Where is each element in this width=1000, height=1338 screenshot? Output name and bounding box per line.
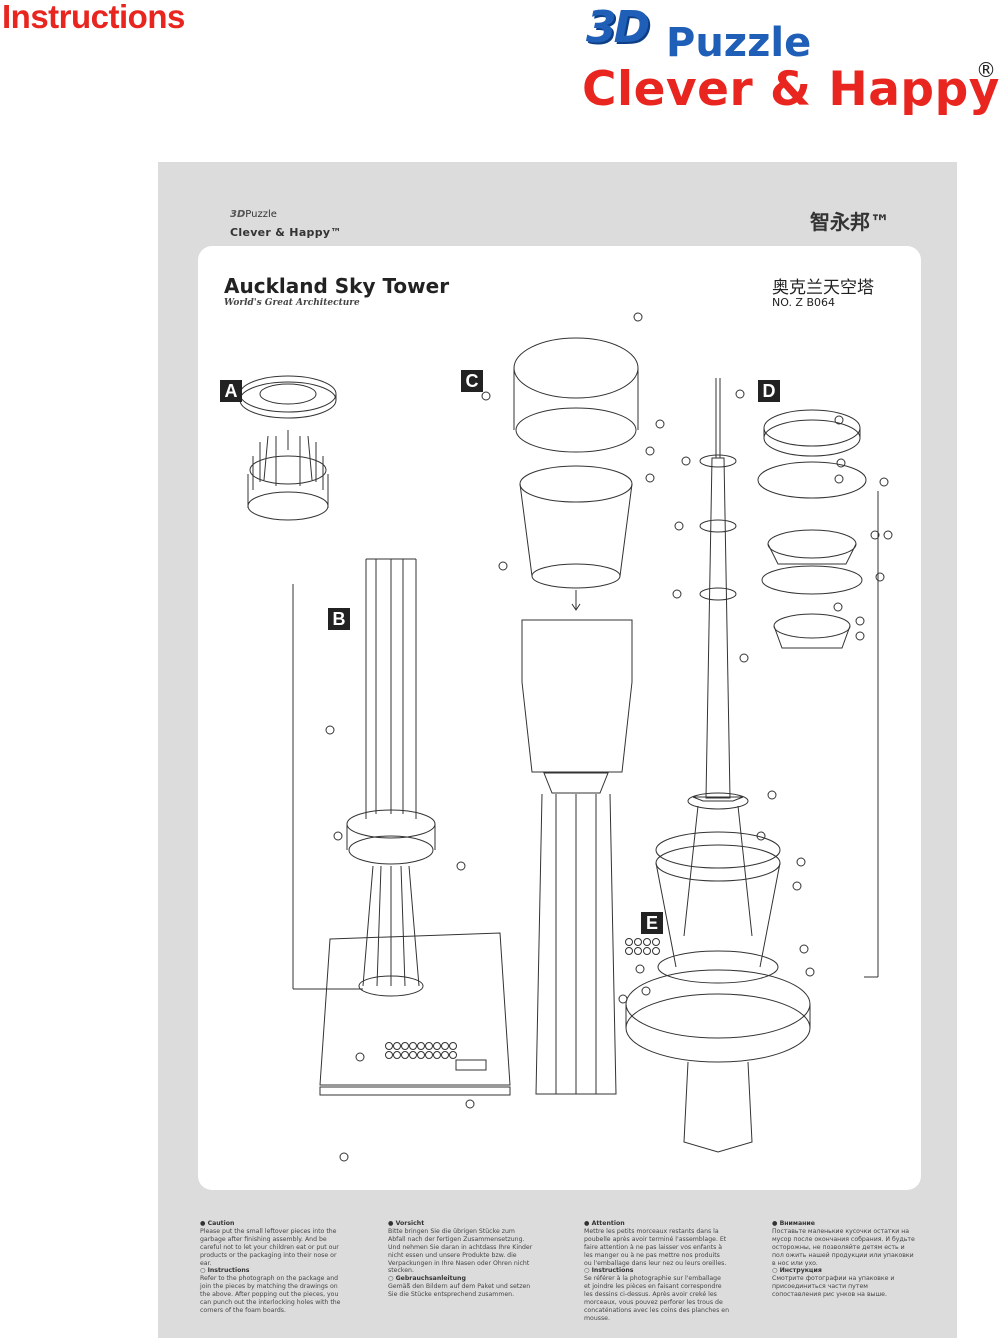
caution-text: Поставьте маленькие кусочки остатки на м…: [772, 1227, 915, 1267]
part-a-drawing: [239, 375, 337, 521]
section-a-label: A: [220, 380, 242, 402]
caution-heading: Внимание: [779, 1220, 815, 1227]
instructions-heading: Инструкция: [779, 1267, 822, 1275]
circle-icon: ○: [772, 1267, 780, 1275]
registered-mark: ®: [976, 58, 996, 82]
instructions-heading: Instructions: [207, 1267, 250, 1275]
logo-3d: 3D: [586, 2, 650, 53]
instructions-text: Gemäß den Bildern auf dem Paket und setz…: [388, 1283, 531, 1299]
diagram-panel: Auckland Sky Tower World's Great Archite…: [198, 246, 921, 1190]
bullet-icon: ●: [584, 1220, 592, 1227]
circle-icon: ○: [388, 1275, 396, 1283]
model-subtitle: World's Great Architecture: [224, 298, 360, 308]
caution-heading: Caution: [207, 1220, 235, 1227]
sheet-logo-3d: 3D: [230, 209, 246, 220]
logo-brand: Clever & Happy: [582, 62, 1000, 117]
caution-text: Mettre les petits morceaux restants dans…: [584, 1227, 727, 1267]
notes-german: ● Vorsicht Bitte bringen Sie die übrigen…: [388, 1220, 533, 1299]
sheet-logo-brand: Clever & Happy™: [230, 226, 342, 239]
instructions-text: Смотрите фотографии на упаковке и присое…: [772, 1275, 895, 1299]
instructions-text: Refer to the photograph on the package a…: [200, 1275, 341, 1314]
notes-french: ● Attention Mettre les petits morceaux r…: [584, 1220, 729, 1323]
model-number: NO. Z B064: [772, 296, 836, 309]
notes-area: ● Caution Please put the small leftover …: [200, 1220, 940, 1330]
caution-text: Please put the small leftover pieces int…: [200, 1227, 339, 1267]
assembly-diagram: [239, 312, 893, 1162]
instruction-sheet: 3DPuzzle Clever & Happy™ 智永邦™ Auckland S…: [158, 162, 957, 1338]
sheet-logo: 3DPuzzle Clever & Happy™: [230, 202, 342, 240]
notes-english: ● Caution Please put the small leftover …: [200, 1220, 345, 1315]
model-title-cn: 奥克兰天空塔: [772, 278, 874, 298]
instructions-text: Se référer à la photographie sur l'embal…: [584, 1275, 729, 1322]
part-e-drawing: [618, 378, 815, 1153]
brand-logo: 3D Puzzle Clever & Happy ®: [580, 0, 1000, 120]
logo-puzzle: Puzzle: [666, 20, 812, 66]
notes-russian: ● Внимание Поставьте маленькие кусочки о…: [772, 1220, 917, 1299]
part-b-drawing: [292, 558, 511, 1162]
instructions-heading: Instructions: [591, 1267, 634, 1275]
part-c-drawing: [481, 312, 665, 1095]
section-b-label: B: [328, 608, 350, 630]
caution-text: Bitte bringen Sie die übrigen Stücke zum…: [388, 1227, 533, 1275]
circle-icon: ○: [200, 1267, 208, 1275]
sheet-logo-puzzle: Puzzle: [245, 209, 277, 220]
caution-heading: Attention: [591, 1220, 625, 1227]
section-e-label: E: [641, 912, 663, 934]
bullet-icon: ●: [772, 1220, 780, 1227]
circle-icon: ○: [584, 1267, 592, 1275]
bullet-icon: ●: [388, 1220, 396, 1227]
instructions-heading: Gebrauchsanleitung: [395, 1275, 466, 1283]
page-title: Instructions: [2, 0, 185, 35]
model-title: Auckland Sky Tower: [224, 274, 450, 298]
sheet-cn-logo: 智永邦™: [810, 210, 890, 234]
bullet-icon: ●: [200, 1220, 208, 1227]
part-d-drawing: [757, 409, 893, 978]
section-d-label: D: [758, 380, 780, 402]
caution-heading: Vorsicht: [395, 1220, 425, 1227]
section-c-label: C: [461, 370, 483, 392]
